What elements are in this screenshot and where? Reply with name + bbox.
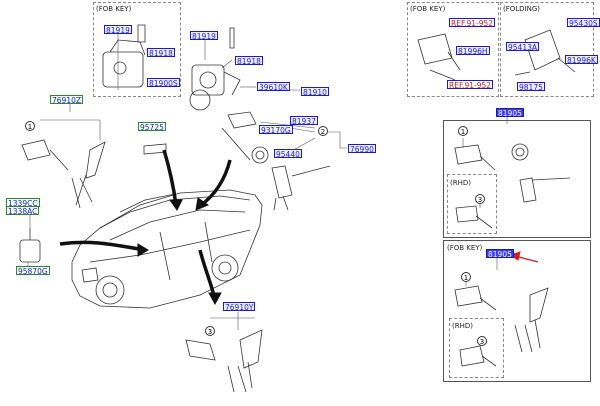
part-label-95440[interactable]: 95440 (274, 149, 302, 159)
part-label-81905-highlighted[interactable]: 81905 (486, 249, 514, 259)
part-label-95413a[interactable]: 95413A (506, 42, 539, 52)
part-label-81905[interactable]: 81905 (496, 108, 524, 118)
part-label-81919[interactable]: 81919 (104, 25, 132, 35)
folding-key-box (500, 2, 594, 97)
folding-key (514, 29, 576, 76)
fob-key-box-right (407, 2, 499, 97)
tailgate-switch (19, 228, 41, 263)
door-cylinder-bottom (185, 329, 263, 393)
part-label-ref-91-952[interactable]: REF.91-952 (449, 18, 496, 28)
caption-rhd-2: (RHD) (452, 322, 473, 330)
part-label-1338ac[interactable]: 1338AC (6, 206, 40, 216)
callout-1-fob-box: 1 (461, 272, 471, 282)
rhd-box-1 (447, 174, 497, 234)
callout-3-fob-box: 3 (477, 336, 487, 346)
lock-set-box (443, 120, 591, 238)
caption-rhd-1: (RHD) (450, 179, 471, 187)
part-label-81918[interactable]: 81918 (147, 48, 175, 58)
part-label-76990[interactable]: 76990 (348, 144, 376, 154)
part-label-81996h[interactable]: 81996H (456, 46, 490, 56)
part-label-39610k[interactable]: 39610K (257, 82, 290, 92)
part-label-81937[interactable]: 81937 (290, 116, 318, 126)
part-label-ref-91-952[interactable]: REF.91-952 (447, 80, 494, 90)
part-label-81919[interactable]: 81919 (190, 31, 218, 41)
part-label-95430s[interactable]: 95430S (567, 18, 600, 28)
part-label-81910[interactable]: 81910 (301, 87, 329, 97)
callout-1: 1 (25, 121, 35, 131)
fob-lock-set-box (443, 240, 591, 382)
caption-fob-key-lower: (FOB KEY) (447, 244, 483, 252)
caption-fob-key-right: (FOB KEY) (410, 5, 446, 13)
door-cylinder-left (21, 139, 106, 209)
callout-1-box: 1 (458, 126, 468, 136)
part-label-76910z[interactable]: 76910Z (50, 95, 83, 105)
callout-3-box: 3 (475, 194, 485, 204)
caption-folding: (FOLDING) (503, 5, 541, 13)
pointer-arrows (59, 149, 232, 306)
fob-key-right (417, 33, 461, 81)
fob-lock-set-contents (454, 285, 549, 367)
ignition-switch (189, 27, 269, 164)
rhd-box-2 (449, 318, 504, 378)
part-label-81918[interactable]: 81918 (235, 56, 263, 66)
car-illustration (71, 189, 263, 309)
part-label-76910y[interactable]: 76910Y (223, 302, 256, 312)
caption-fob-key-top: (FOB KEY) (96, 5, 132, 13)
fob-key-center (271, 165, 331, 211)
leader-lines (27, 30, 508, 346)
part-label-81996k[interactable]: 81996K (565, 55, 598, 65)
callout-2: 2 (318, 126, 328, 136)
trim-piece (143, 143, 167, 155)
part-label-98175[interactable]: 98175 (517, 82, 545, 92)
red-arrow (509, 251, 539, 263)
steering-lock-left (102, 24, 146, 88)
fob-key-box-top (93, 2, 181, 97)
part-label-95725[interactable]: 95725 (138, 122, 166, 132)
part-label-93170g[interactable]: 93170G (259, 125, 293, 135)
callout-3: 3 (205, 326, 215, 336)
lock-set-contents (454, 143, 571, 229)
part-label-95870g[interactable]: 95870G (16, 266, 50, 276)
part-label-81900s[interactable]: 81900S (147, 78, 180, 88)
